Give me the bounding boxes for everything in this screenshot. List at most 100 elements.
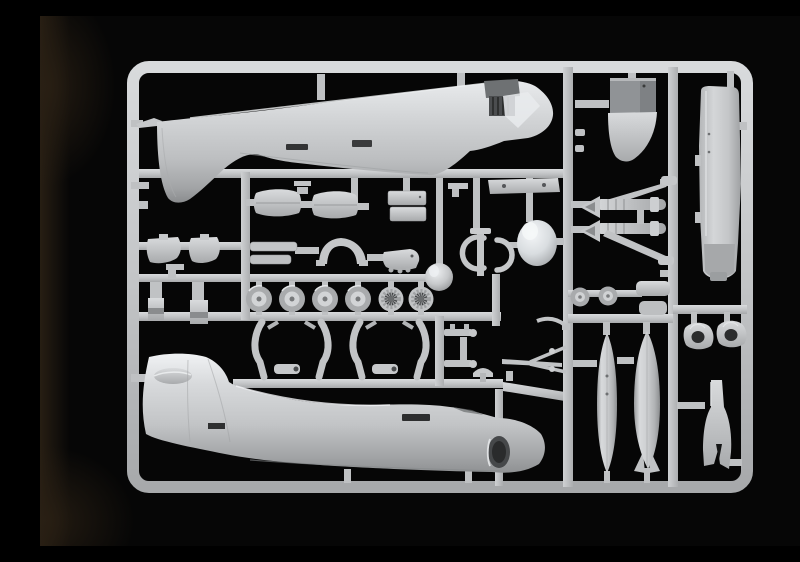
- small-block: [506, 371, 513, 381]
- trunk-box-2: [389, 206, 427, 222]
- canopy-slab-shade: [640, 78, 656, 114]
- outer-frame-rail: [127, 61, 753, 493]
- main-wheel: [246, 285, 272, 312]
- top-left-glow: [40, 16, 116, 186]
- boot-1-top: [150, 282, 162, 299]
- strut-lower: [596, 223, 666, 234]
- engine-accessory: [382, 249, 420, 274]
- accessory-bump-3: [405, 267, 411, 273]
- a-frame-knob: [549, 348, 555, 354]
- panel-rivet: [707, 132, 711, 136]
- radome-dome-small: [425, 263, 453, 291]
- wedge-hanger: [166, 264, 184, 278]
- wheel-row: [246, 285, 434, 312]
- rudder-line: [207, 358, 231, 443]
- fuselage-half-upper: [136, 79, 554, 203]
- boot-1-band: [148, 308, 164, 314]
- flat-access-panel: [448, 178, 560, 197]
- main-wheel: [279, 285, 305, 312]
- dome-highlight: [522, 222, 538, 240]
- rail-v1b: [492, 274, 500, 326]
- rail-h4: [139, 312, 501, 321]
- panel-rivet-2: [707, 150, 711, 154]
- rail-h1: [139, 169, 571, 178]
- boot-2-top: [192, 282, 204, 301]
- panel-foot: [704, 244, 735, 278]
- fuselage-half-lower: [142, 353, 545, 473]
- gear-door-pairs: [251, 318, 430, 381]
- chevron-upper-inner: [585, 202, 595, 212]
- torque-peg: [450, 324, 455, 330]
- intake-scoops: [683, 320, 747, 350]
- engine-fan: [408, 286, 434, 312]
- canopy-slab-edge: [610, 78, 656, 81]
- canopy-glass-dark: [484, 79, 520, 98]
- flat-bars: [249, 241, 298, 265]
- rail-hr3: [568, 314, 673, 323]
- fork-notch: [716, 444, 722, 460]
- store-fin-left: [634, 452, 645, 473]
- small-bracket: [448, 183, 468, 189]
- accessory-dot: [410, 254, 414, 258]
- stacked-bar-2: [639, 301, 667, 315]
- rail-h3: [139, 274, 431, 282]
- tank-hole: [605, 374, 609, 378]
- gear-door-pair-1: [251, 318, 332, 381]
- drag-brace-lower: [603, 230, 666, 262]
- stacked-bar-1: [636, 281, 670, 296]
- intake-lip-wedges: [146, 234, 220, 278]
- c-ring-right: [494, 237, 515, 273]
- panel-side-tab: [695, 155, 701, 166]
- rail-h5-sloped: [503, 382, 571, 402]
- rail-v1: [563, 67, 573, 487]
- torque-knob: [469, 329, 477, 337]
- a-frame-knob-2: [549, 366, 555, 372]
- windscreen-shield: [608, 112, 657, 162]
- gear-door-pair-2: [349, 318, 430, 381]
- wedge-2: [188, 237, 220, 264]
- fork-body: [703, 380, 732, 469]
- panel-foot-tab: [710, 272, 727, 281]
- torque-knob-2: [469, 360, 477, 368]
- t-post: [477, 230, 484, 276]
- main-wheel: [312, 285, 338, 312]
- strut-boots: [148, 282, 208, 324]
- torque-arm-2: [444, 360, 472, 367]
- arch-body: [319, 238, 366, 264]
- bar-2: [249, 254, 292, 265]
- wedge-2-tab: [200, 234, 209, 240]
- panel-plate: [488, 178, 560, 194]
- mushroom-cap: [473, 368, 493, 377]
- hook-arc: [536, 316, 567, 327]
- windshield-dark: [452, 407, 484, 415]
- photo-stage: Light gray injection-molded plastic spru…: [40, 16, 800, 546]
- bar-1: [249, 241, 298, 252]
- intake-trunk-boxes: [387, 190, 427, 222]
- wing-center-panel: [695, 86, 741, 281]
- windshield-frame-arch: [316, 238, 368, 266]
- rail-v3: [241, 172, 250, 320]
- bottom-left-glow: [40, 446, 135, 546]
- t-bar: [470, 228, 491, 234]
- plate-hole-2: [542, 183, 546, 187]
- sprue-gates: [131, 71, 747, 483]
- small-wheels: [570, 281, 670, 315]
- fin-tip-bullet: [154, 368, 192, 384]
- rail-v4: [435, 316, 444, 386]
- plate-hole: [502, 184, 506, 188]
- intake-lip-highlight: [486, 438, 491, 467]
- belly-slot: [286, 144, 308, 150]
- trunk-dot: [418, 195, 422, 199]
- strut-upper: [596, 199, 666, 210]
- small-wheel: [570, 287, 590, 307]
- tank-hole-2: [605, 392, 609, 396]
- landing-gear-struts: [580, 176, 677, 265]
- panel-line: [239, 152, 429, 174]
- strut-lower-collar: [650, 221, 659, 236]
- bullet-highlight: [153, 371, 192, 377]
- connector-bar: [294, 181, 311, 186]
- accessory-bump-2: [397, 268, 403, 274]
- arch-foot-left: [316, 260, 325, 266]
- small-bracket-foot: [452, 189, 459, 197]
- wedge-1-tab: [159, 234, 168, 240]
